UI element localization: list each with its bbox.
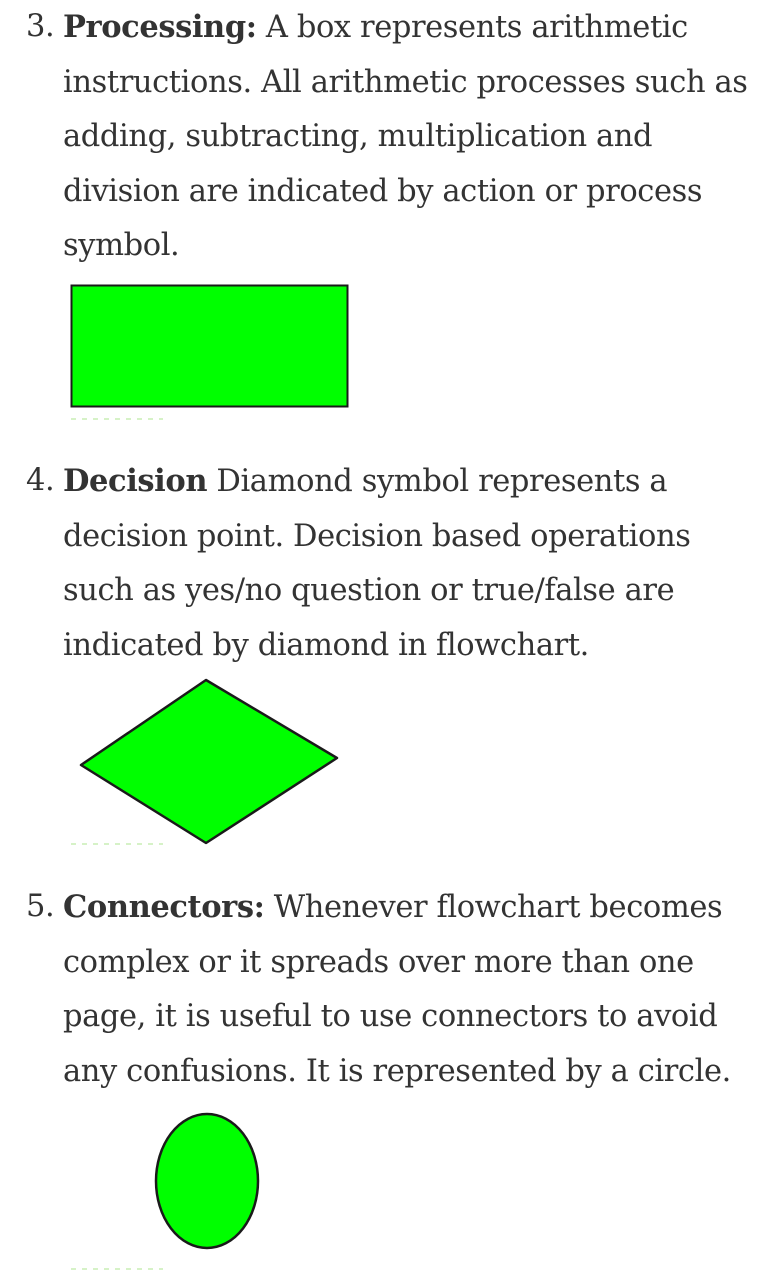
item-number: 5. bbox=[26, 889, 55, 924]
item-term: Processing: bbox=[63, 9, 257, 45]
item-term: Decision bbox=[63, 463, 208, 499]
process-rectangle-symbol bbox=[70, 284, 350, 410]
item-description: Diamond symbol represents a decision poi… bbox=[63, 464, 691, 663]
item-term: Connectors: bbox=[63, 889, 265, 925]
decision-diamond-symbol bbox=[78, 678, 340, 846]
list-item-decision: 4. Decision Diamond symbol represents a … bbox=[0, 454, 771, 673]
list-item-connectors: 5. Connectors: Whenever flowchart become… bbox=[0, 880, 771, 1099]
divider-dashes bbox=[71, 843, 163, 845]
divider-dashes bbox=[71, 1268, 163, 1270]
item-description: Whenever flowchart becomes complex or it… bbox=[63, 890, 731, 1089]
item-description: A box represents arithmetic instructions… bbox=[63, 10, 748, 263]
connector-circle-symbol bbox=[153, 1112, 261, 1252]
decision-paragraph: 4. Decision Diamond symbol represents a … bbox=[0, 454, 771, 673]
processing-paragraph: 3. Processing: A box represents arithmet… bbox=[0, 0, 771, 274]
divider-dashes bbox=[71, 418, 163, 420]
item-number: 4. bbox=[26, 463, 55, 498]
list-item-processing: 3. Processing: A box represents arithmet… bbox=[0, 0, 771, 274]
item-number: 3. bbox=[26, 9, 55, 44]
connectors-paragraph: 5. Connectors: Whenever flowchart become… bbox=[0, 880, 771, 1099]
